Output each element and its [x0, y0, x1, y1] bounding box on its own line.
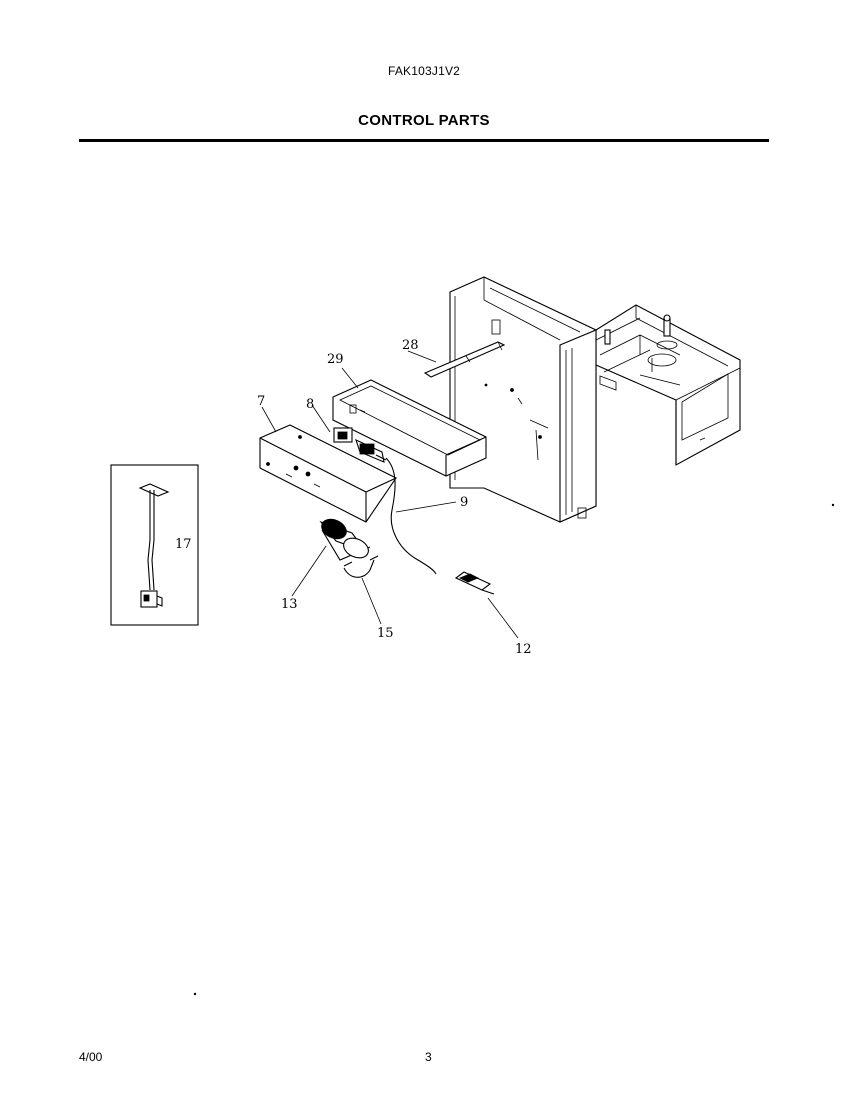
page-title: CONTROL PARTS: [358, 112, 490, 129]
callout-17: 17: [175, 537, 192, 552]
inset-part-17: 17: [110, 464, 199, 626]
part-7-cover: 7: [257, 394, 397, 523]
part-29-tray: 29: [327, 352, 487, 477]
leader-15: [361, 577, 382, 625]
cabinet-assembly: [449, 276, 741, 523]
leader-28: [407, 350, 437, 363]
footer-page-number: 3: [425, 1050, 432, 1064]
leader-29: [341, 367, 359, 389]
leader-8: [311, 404, 331, 433]
callout-15: 15: [377, 626, 394, 641]
callout-9: 9: [460, 495, 468, 510]
part-15-strap: 15: [343, 555, 394, 641]
callout-29: 29: [327, 352, 344, 367]
callout-28: 28: [402, 338, 419, 353]
part-13-capacitor: 13: [281, 518, 371, 612]
footer-date: 4/00: [79, 1050, 103, 1064]
callout-13: 13: [281, 597, 298, 612]
part-9-cord: 9: [385, 457, 468, 575]
leader-13: [291, 545, 327, 597]
callout-12: 12: [515, 642, 532, 657]
leader-7: [261, 406, 277, 433]
model-number: FAK103J1V2: [387, 64, 461, 78]
callout-7: 7: [257, 394, 265, 409]
leader-12: [487, 597, 519, 639]
part-8-switch: 8: [306, 397, 387, 463]
header-rule: [79, 139, 769, 142]
callout-8: 8: [306, 397, 314, 412]
part-17-harness: [138, 483, 170, 608]
part-12-thermostat: 12: [454, 571, 532, 657]
part-28: 28: [402, 338, 506, 378]
inset-frame: [110, 464, 199, 626]
leader-9: [395, 501, 457, 513]
